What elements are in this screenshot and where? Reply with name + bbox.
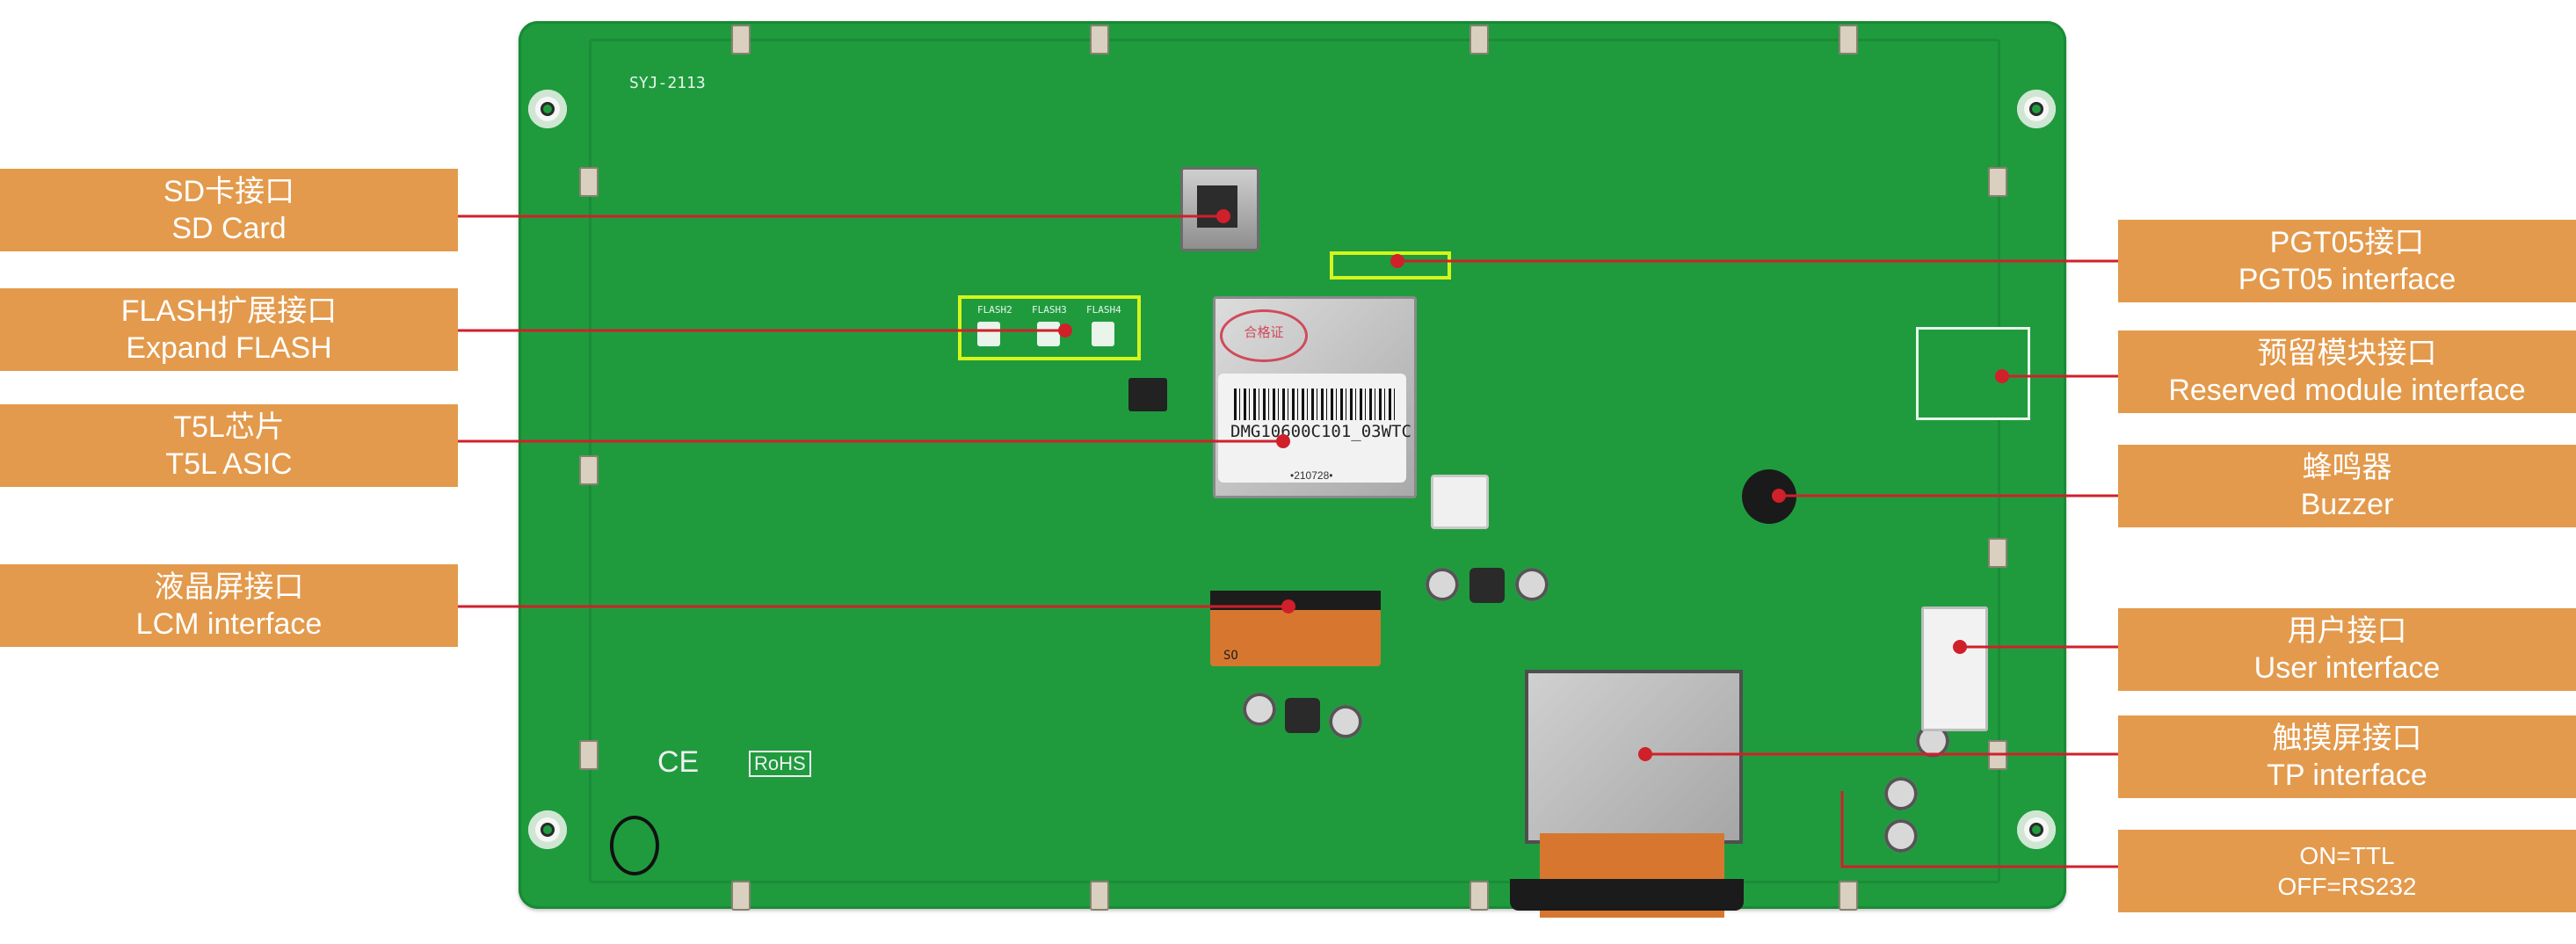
callout-label-en: T5L ASIC: [165, 447, 293, 481]
callout-label-en: Reserved module interface: [2168, 374, 2526, 407]
callout-ttl-rs232-switch: ON=TTL OFF=RS232: [2118, 830, 2576, 912]
callout-t5l-asic: T5L芯片 T5L ASIC: [0, 404, 458, 487]
frame-clip-icon: [1839, 881, 1858, 911]
callout-sd-card: SD卡接口 SD Card: [0, 169, 458, 251]
frame-clip-icon: [731, 25, 751, 54]
callout-label-off: OFF=RS232: [2277, 873, 2417, 900]
inductor-icon: [1285, 698, 1320, 733]
callout-label-en: PGT05 interface: [2238, 263, 2456, 296]
mounting-hole-icon: [2017, 90, 2056, 128]
flash-footprint: [1092, 322, 1114, 346]
user-interface-connector: [1921, 606, 1988, 731]
frame-clip-icon: [1988, 538, 2007, 568]
mounting-hole-icon: [2017, 810, 2056, 849]
callout-label-cn: PGT05接口: [2269, 225, 2425, 259]
capacitor-icon: [1884, 777, 1918, 810]
callout-label-en: Buzzer: [2300, 488, 2394, 521]
callout-buzzer: 蜂鸣器 Buzzer: [2118, 445, 2576, 527]
pgt05-header: [1330, 251, 1451, 280]
mounting-hole-icon: [528, 810, 567, 849]
frame-clip-icon: [1090, 881, 1109, 911]
frame-clip-icon: [579, 740, 599, 770]
logo-icon: [610, 816, 659, 875]
callout-expand-flash: FLASH扩展接口 Expand FLASH: [0, 288, 458, 371]
mounting-hole-icon: [528, 90, 567, 128]
power-cable-connector: [1431, 475, 1489, 529]
frame-clip-icon: [731, 881, 751, 911]
barcode-icon: [1234, 388, 1396, 420]
board-id-label: SYJ-2113: [629, 74, 706, 92]
callout-label-en: Expand FLASH: [126, 331, 332, 365]
callout-label-cn: 液晶屏接口: [154, 570, 304, 604]
reserved-module-footprint: [1916, 327, 2030, 420]
frame-clip-icon: [1988, 167, 2007, 197]
small-ic-chip: [1128, 378, 1167, 411]
flash-label: FLASH3: [1032, 304, 1067, 316]
capacitor-icon: [1329, 705, 1362, 738]
frame-clip-icon: [1839, 25, 1858, 54]
flash-expansion-area: FLASH2 FLASH3 FLASH4: [958, 295, 1141, 360]
tp-connector-shield: [1525, 670, 1743, 844]
flash-label: FLASH4: [1086, 304, 1121, 316]
rohs-mark-icon: RoHS: [749, 751, 811, 777]
callout-label-on: ON=TTL: [2299, 842, 2395, 869]
inductor-icon: [1469, 568, 1505, 603]
flash-label: FLASH2: [977, 304, 1012, 316]
frame-clip-icon: [1090, 25, 1109, 54]
qa-seal: 合格证: [1220, 309, 1308, 362]
capacitor-icon: [1884, 819, 1918, 853]
tp-ribbon-cable: [1510, 879, 1744, 911]
date-code: •210728•: [1290, 469, 1333, 482]
callout-label-en: User interface: [2253, 651, 2441, 685]
flash-footprint: [1037, 322, 1060, 346]
callout-reserved-module: 预留模块接口 Reserved module interface: [2118, 330, 2576, 413]
callout-label-cn: 预留模块接口: [2257, 336, 2437, 370]
frame-clip-icon: [579, 455, 599, 485]
sd-card-slot: [1180, 167, 1259, 251]
frame-clip-icon: [579, 167, 599, 197]
fpc-label: SO: [1223, 649, 1238, 663]
callout-label-cn: 触摸屏接口: [2272, 721, 2422, 755]
callout-user-interface: 用户接口 User interface: [2118, 608, 2576, 691]
part-number: DMG10600C101_03WTC: [1230, 422, 1411, 441]
capacitor-icon: [1243, 693, 1276, 726]
callout-label-cn: T5L芯片: [173, 410, 285, 444]
capacitor-icon: [1515, 568, 1549, 601]
callout-label-en: SD Card: [171, 212, 287, 245]
capacitor-icon: [1426, 568, 1459, 601]
flash-footprint: [977, 322, 1000, 346]
callout-pgt05-interface: PGT05接口 PGT05 interface: [2118, 220, 2576, 302]
callout-label-cn: 蜂鸣器: [2302, 450, 2392, 484]
callout-label-en: LCM interface: [135, 607, 323, 641]
callout-tp-interface: 触摸屏接口 TP interface: [2118, 715, 2576, 798]
callout-lcm-interface: 液晶屏接口 LCM interface: [0, 564, 458, 647]
callout-label-cn: 用户接口: [2287, 614, 2407, 648]
frame-clip-icon: [1469, 881, 1489, 911]
ce-mark-icon: CE: [657, 745, 700, 779]
callout-label-en: TP interface: [2267, 759, 2427, 792]
callout-label-cn: SD卡接口: [163, 174, 295, 208]
callout-label-cn: FLASH扩展接口: [120, 294, 337, 328]
frame-clip-icon: [1469, 25, 1489, 54]
